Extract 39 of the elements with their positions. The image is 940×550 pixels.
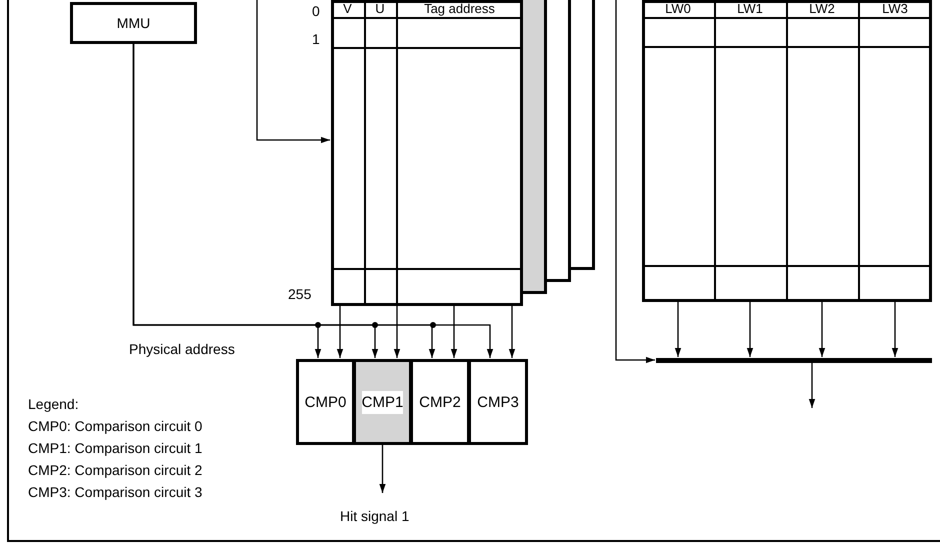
line-data-array xyxy=(642,0,932,302)
arrow xyxy=(674,302,682,357)
legend-entry: CMP0: Comparison circuit 0 xyxy=(28,418,202,434)
column-header: LW0 xyxy=(664,1,692,17)
comparator-block xyxy=(353,359,412,445)
arrow xyxy=(818,302,826,357)
legend-entry: CMP1: Comparison circuit 1 xyxy=(28,440,202,456)
arrow xyxy=(132,44,494,358)
column-header: LW3 xyxy=(881,1,909,17)
signal-label: Physical address xyxy=(129,341,235,357)
row-number: 0 xyxy=(312,3,320,19)
legend-entry: CMP3: Comparison circuit 3 xyxy=(28,484,202,500)
comparator-block xyxy=(410,359,470,445)
arrow xyxy=(892,302,898,357)
comparator-block xyxy=(296,359,355,445)
data-bus-bar xyxy=(656,358,932,363)
arrow xyxy=(746,302,754,357)
arrow xyxy=(808,363,816,408)
arrow xyxy=(508,306,516,358)
mmu-block xyxy=(70,2,197,44)
arrow xyxy=(450,306,458,358)
arrow xyxy=(615,0,655,364)
column-header: LW1 xyxy=(736,1,764,17)
comparator-label: CMP1 xyxy=(362,390,404,414)
signal-label: Hit signal 1 xyxy=(340,508,450,528)
column-header: Tag address xyxy=(423,1,496,17)
legend-entry: CMP2: Comparison circuit 2 xyxy=(28,462,202,478)
column-header: LW2 xyxy=(808,1,836,17)
legend-heading: Legend: xyxy=(28,396,79,412)
arrow xyxy=(379,445,386,493)
arrow xyxy=(394,306,400,358)
arrow xyxy=(336,306,344,358)
column-header: V xyxy=(342,1,353,17)
column-header: U xyxy=(374,1,386,17)
row-number: 1 xyxy=(312,31,320,47)
arrow xyxy=(256,0,330,144)
comparator-block xyxy=(468,359,528,445)
unit-label: MMU xyxy=(116,15,150,31)
row-number: 255 xyxy=(288,286,312,302)
